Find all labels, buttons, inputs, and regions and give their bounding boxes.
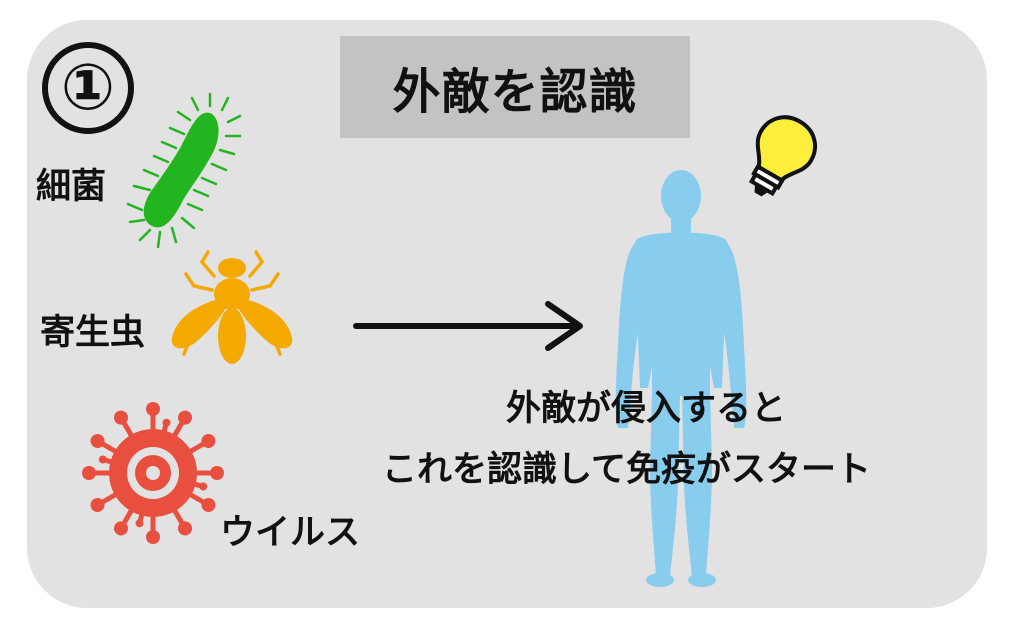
title-text: 外敵を認識: [392, 64, 638, 120]
label-bacteria: 細菌: [36, 167, 107, 207]
label-parasite: 寄生虫: [40, 313, 146, 353]
caption-line-2: これを認識して免疫がスタート: [382, 450, 871, 490]
arrow-icon: [353, 301, 583, 351]
step-number: ①: [42, 42, 134, 134]
bacteria-icon: [126, 92, 242, 249]
caption-line-1: 外敵が侵入すると: [506, 389, 787, 429]
lightbulb-icon: [748, 115, 818, 197]
human-figure-icon: [615, 170, 747, 587]
label-virus: ウイルス: [220, 513, 361, 553]
fly-icon: [171, 250, 293, 364]
virus-icon: [82, 402, 224, 544]
title-box: 外敵を認識: [340, 36, 690, 138]
